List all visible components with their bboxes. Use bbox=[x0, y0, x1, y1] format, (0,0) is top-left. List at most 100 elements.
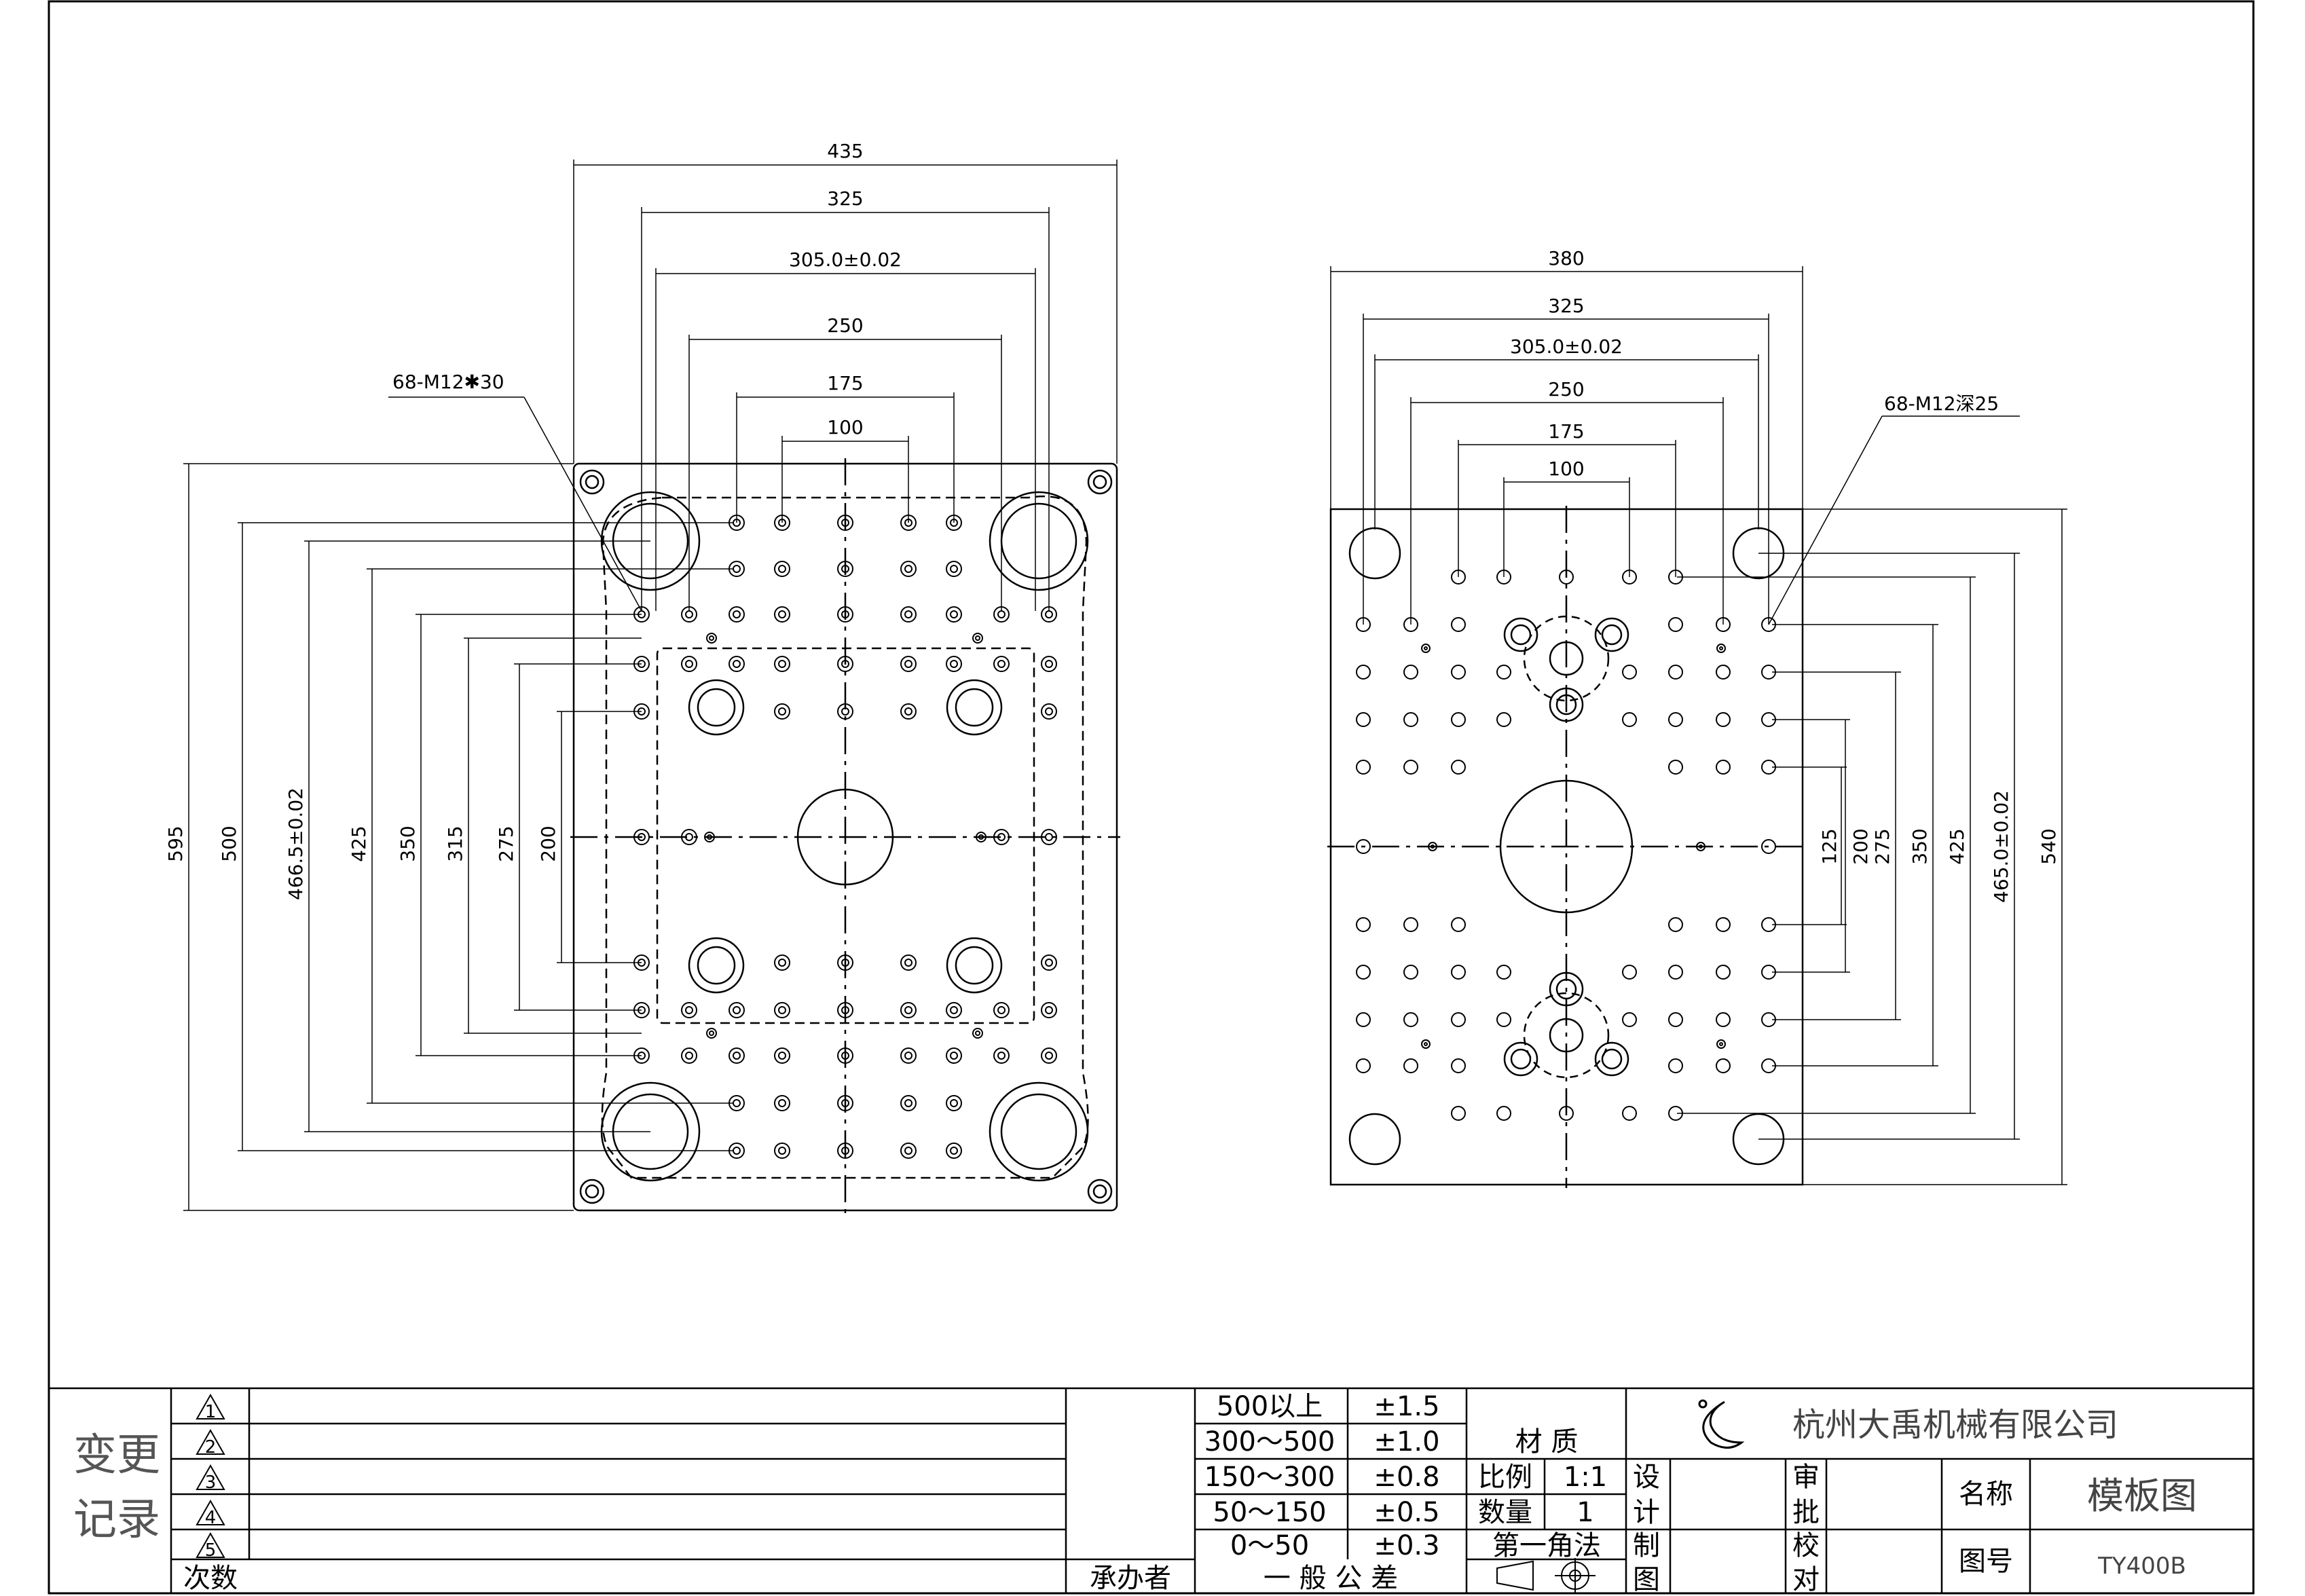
right-dim-465: 465.0±0.02 bbox=[1990, 790, 2012, 903]
review-label-2: 批 bbox=[1792, 1497, 1820, 1528]
svg-text:2: 2 bbox=[205, 1437, 217, 1458]
threaded-hole bbox=[1668, 965, 1683, 980]
tol-range-5: 0～50 bbox=[1230, 1530, 1309, 1561]
threaded-hole bbox=[1403, 760, 1418, 775]
threaded-hole-core bbox=[685, 1052, 693, 1060]
threaded-hole-core bbox=[950, 1099, 958, 1107]
threaded-hole bbox=[1559, 570, 1574, 584]
threaded-hole bbox=[837, 1047, 853, 1064]
threaded-hole bbox=[729, 1047, 745, 1064]
threaded-hole bbox=[1451, 760, 1466, 775]
threaded-hole bbox=[1403, 965, 1418, 980]
left-dim-100: 100 bbox=[827, 416, 863, 439]
threaded-hole bbox=[1041, 656, 1057, 672]
threaded-hole-core bbox=[841, 1099, 849, 1107]
handler-label: 承办者 bbox=[1090, 1563, 1171, 1594]
threaded-hole bbox=[1622, 665, 1637, 680]
threaded-hole-core bbox=[950, 610, 958, 618]
right-dim-305: 305.0±0.02 bbox=[1510, 335, 1623, 358]
material-label: 材 质 bbox=[1515, 1426, 1579, 1458]
threaded-hole bbox=[946, 656, 962, 672]
threaded-hole bbox=[706, 1028, 717, 1039]
threaded-hole-core bbox=[778, 707, 786, 716]
threaded-hole-core bbox=[997, 1006, 1006, 1014]
quantity-label: 数量 bbox=[1478, 1497, 1532, 1528]
threaded-hole bbox=[1041, 829, 1057, 845]
threaded-hole bbox=[900, 703, 917, 720]
threaded-hole bbox=[837, 656, 853, 672]
threaded-hole-core bbox=[841, 610, 849, 618]
revision-mark-3: 3 bbox=[196, 1464, 225, 1493]
threaded-hole bbox=[1716, 760, 1731, 775]
right-dim-125: 125 bbox=[1818, 828, 1841, 864]
right-hole-callout: 68-M12深25 bbox=[1884, 392, 1999, 415]
revision-triangles: 1 2 3 4 5 bbox=[196, 1393, 225, 1561]
threaded-hole-core bbox=[950, 565, 958, 573]
threaded-hole-core bbox=[1045, 1006, 1053, 1014]
threaded-hole bbox=[1421, 1039, 1431, 1049]
threaded-hole bbox=[774, 561, 790, 577]
threaded-hole-core bbox=[638, 833, 646, 841]
threaded-hole bbox=[1668, 760, 1683, 775]
threaded-hole bbox=[993, 1002, 1010, 1018]
threaded-hole-core bbox=[997, 660, 1006, 668]
threaded-hole bbox=[1496, 665, 1511, 680]
count-label: 次数 bbox=[183, 1563, 238, 1594]
left-dim-305: 305.0±0.02 bbox=[789, 248, 902, 271]
threaded-hole bbox=[993, 656, 1010, 672]
threaded-hole-core bbox=[1424, 646, 1428, 650]
projection-label: 第一角法 bbox=[1492, 1530, 1601, 1561]
left-dim-250: 250 bbox=[827, 314, 863, 337]
threaded-hole bbox=[1496, 1012, 1511, 1027]
threaded-hole bbox=[1716, 712, 1731, 727]
threaded-hole bbox=[681, 1002, 697, 1018]
left-plate-dimension-lines bbox=[188, 164, 1117, 1210]
threaded-hole bbox=[1428, 842, 1437, 851]
threaded-hole bbox=[774, 606, 790, 623]
left-dim-200: 200 bbox=[537, 825, 559, 861]
right-dim-425: 425 bbox=[1946, 828, 1968, 864]
threaded-hole bbox=[1668, 1058, 1683, 1073]
threaded-hole-core bbox=[733, 610, 741, 618]
right-dim-250: 250 bbox=[1548, 378, 1584, 401]
company-name: 杭州大禹机械有限公司 bbox=[1792, 1406, 2118, 1444]
threaded-hole bbox=[1356, 712, 1371, 727]
draw-label-2: 图 bbox=[1633, 1564, 1660, 1595]
svg-text:5: 5 bbox=[205, 1540, 217, 1561]
threaded-hole bbox=[633, 829, 650, 845]
threaded-hole bbox=[1716, 665, 1731, 680]
tol-range-1: 500以上 bbox=[1217, 1391, 1323, 1422]
threaded-hole bbox=[774, 1002, 790, 1018]
check-label-2: 对 bbox=[1792, 1564, 1820, 1595]
scale-value: 1:1 bbox=[1564, 1462, 1607, 1493]
threaded-hole bbox=[1403, 712, 1418, 727]
threaded-hole-core bbox=[733, 1147, 741, 1155]
threaded-hole bbox=[681, 1047, 697, 1064]
threaded-hole bbox=[1041, 954, 1057, 971]
threaded-hole bbox=[1451, 1012, 1466, 1027]
left-dim-595: 595 bbox=[164, 825, 187, 861]
threaded-hole-core bbox=[1045, 1052, 1053, 1060]
left-dim-315: 315 bbox=[444, 825, 466, 861]
threaded-hole bbox=[1451, 917, 1466, 932]
threaded-hole bbox=[774, 954, 790, 971]
threaded-hole bbox=[774, 656, 790, 672]
left-dim-175: 175 bbox=[827, 372, 863, 394]
left-plate-corner-screws bbox=[579, 469, 1113, 1204]
threaded-hole-core bbox=[904, 1052, 912, 1060]
threaded-hole-core bbox=[733, 1099, 741, 1107]
threaded-hole-core bbox=[707, 834, 712, 840]
threaded-hole bbox=[1451, 1106, 1466, 1121]
threaded-hole bbox=[1356, 665, 1371, 680]
threaded-hole bbox=[946, 1047, 962, 1064]
svg-text:3: 3 bbox=[205, 1472, 217, 1493]
left-dim-466: 466.5±0.02 bbox=[284, 787, 307, 900]
threaded-hole bbox=[1696, 842, 1705, 851]
threaded-hole-core bbox=[841, 660, 849, 668]
name-value: 模板图 bbox=[2087, 1474, 2197, 1517]
design-label-1: 设 bbox=[1633, 1462, 1660, 1493]
threaded-hole bbox=[900, 606, 917, 623]
threaded-hole bbox=[1356, 1012, 1371, 1027]
threaded-hole-core bbox=[1045, 660, 1053, 668]
threaded-hole-core bbox=[950, 660, 958, 668]
